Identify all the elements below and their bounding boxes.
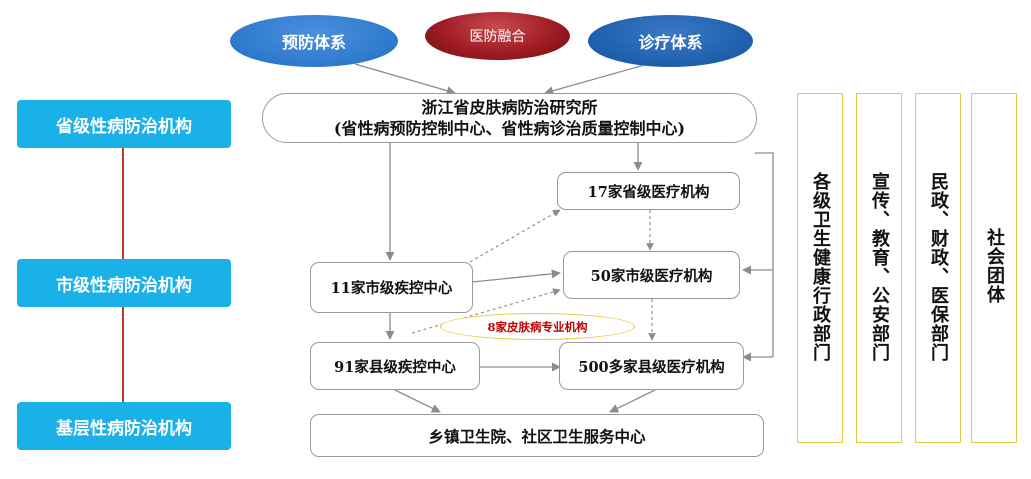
township-node: 乡镇卫生院、社区卫生服务中心: [310, 414, 764, 457]
provincial-hospitals-label: 17家省级医疗机构: [587, 183, 710, 201]
dept-civil-label: 民政、财政、医保部门: [928, 172, 949, 362]
arrow-treatment: [544, 63, 649, 96]
prevention-system-ellipse: 预防体系: [230, 15, 398, 67]
level-grassroots-label: 基层性病防治机构: [56, 418, 192, 439]
level-provincial: 省级性病防治机构: [17, 100, 231, 148]
provincial-institute: 浙江省皮肤病防治研究所 (省性病预防控制中心、省性病诊治质量控制中心): [262, 93, 757, 143]
county-cdc-node: 91家县级疾控中心: [310, 342, 480, 390]
institute-name: 浙江省皮肤病防治研究所: [421, 98, 598, 117]
derm-specialist-oval: 8家皮肤病专业机构: [440, 313, 635, 340]
city-hospitals-node: 50家市级医疗机构: [563, 251, 740, 299]
level-city: 市级性病防治机构: [17, 259, 231, 307]
derm-specialist-label: 8家皮肤病专业机构: [487, 319, 588, 334]
fusion-label: 医防融合: [469, 29, 526, 45]
arrow-citycdc-cityhosp: [471, 269, 561, 283]
level-provincial-label: 省级性病防治机构: [56, 116, 192, 137]
arrow-countyhosp-township: [609, 389, 656, 413]
bracket-line: [755, 152, 774, 357]
fusion-ellipse: 医防融合: [425, 12, 570, 60]
dept-social: 社会团体: [971, 93, 1017, 443]
county-cdc-label: 91家县级疾控中心: [334, 358, 456, 376]
institute-subtitle: (省性病预防控制中心、省性病诊治质量控制中心): [333, 119, 686, 138]
dept-publicity-label: 宣传、教育、公安部门: [869, 172, 890, 362]
dept-social-label: 社会团体: [984, 228, 1005, 304]
treatment-system-label: 诊疗体系: [638, 33, 703, 52]
county-hospitals-label: 500多家县级医疗机构: [578, 358, 725, 376]
treatment-system-ellipse: 诊疗体系: [588, 15, 753, 67]
dept-health: 各级卫生健康行政部门: [797, 93, 843, 443]
prevention-system-label: 预防体系: [281, 33, 346, 52]
arrow-citycdc-prov: [469, 209, 561, 263]
dept-publicity: 宣传、教育、公安部门: [856, 93, 902, 443]
township-label: 乡镇卫生院、社区卫生服务中心: [428, 426, 646, 446]
city-hospitals-label: 50家市级医疗机构: [590, 267, 713, 285]
provincial-hospitals-node: 17家省级医疗机构: [557, 172, 740, 210]
arrow-countycdc-city: [411, 288, 561, 334]
dept-civil: 民政、财政、医保部门: [915, 93, 961, 443]
county-hospitals-node: 500多家县级医疗机构: [559, 342, 744, 390]
city-cdc-label: 11家市级疾控中心: [330, 280, 453, 297]
city-cdc-node: 11家市级疾控中心: [310, 262, 473, 313]
arrow-countycdc-township: [394, 389, 441, 413]
arrow-prevention: [354, 63, 456, 96]
dept-health-label: 各级卫生健康行政部门: [810, 172, 831, 362]
level-city-label: 市级性病防治机构: [56, 275, 192, 296]
level-grassroots: 基层性病防治机构: [17, 402, 231, 450]
